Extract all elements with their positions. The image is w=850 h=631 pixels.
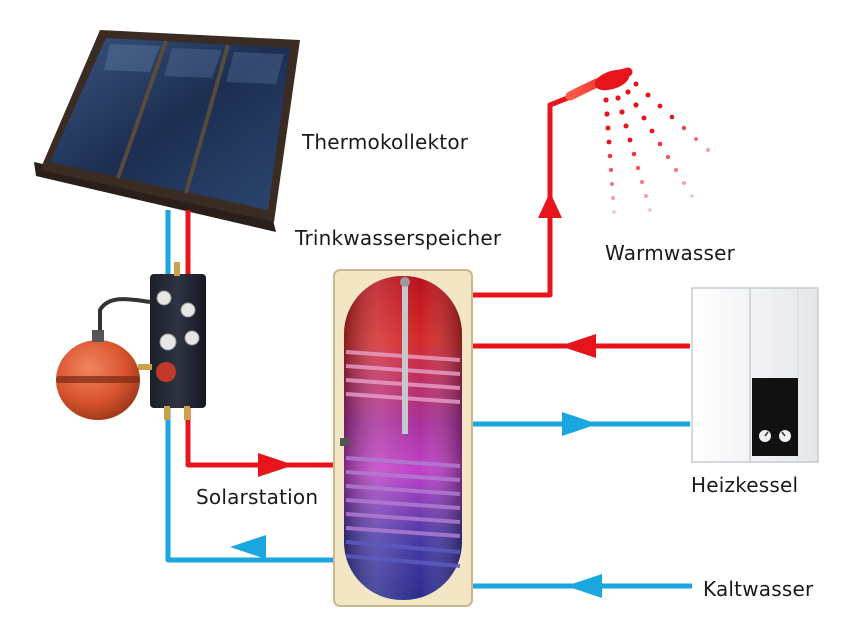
label-thermokollektor: Thermokollektor: [302, 130, 469, 154]
warmwater-pipe: [462, 92, 576, 298]
arrow-boiler-return: [562, 412, 598, 436]
arrow-warmwater-up: [538, 192, 562, 218]
label-kaltwasser: Kaltwasser: [703, 577, 814, 601]
label-heizkessel: Heizkessel: [691, 473, 799, 497]
label-solarstation: Solarstation: [196, 485, 319, 509]
label-warmwasser: Warmwasser: [605, 241, 736, 265]
arrow-boiler-flow: [560, 334, 596, 358]
solar-collector-icon: [34, 30, 300, 232]
arrow-solar-cold: [230, 535, 266, 559]
heating-boiler-icon: [691, 287, 819, 463]
solar-station-pump-icon: [138, 262, 206, 420]
arrow-solar-hot: [258, 453, 294, 477]
storage-tank-icon: [333, 269, 473, 607]
label-trinkwasserspeicher: Trinkwasserspeicher: [295, 226, 502, 250]
expansion-vessel-icon: [56, 297, 151, 420]
arrow-coldwater: [566, 574, 602, 598]
flow-arrows: [230, 192, 602, 598]
shower-head-icon: [565, 67, 710, 214]
